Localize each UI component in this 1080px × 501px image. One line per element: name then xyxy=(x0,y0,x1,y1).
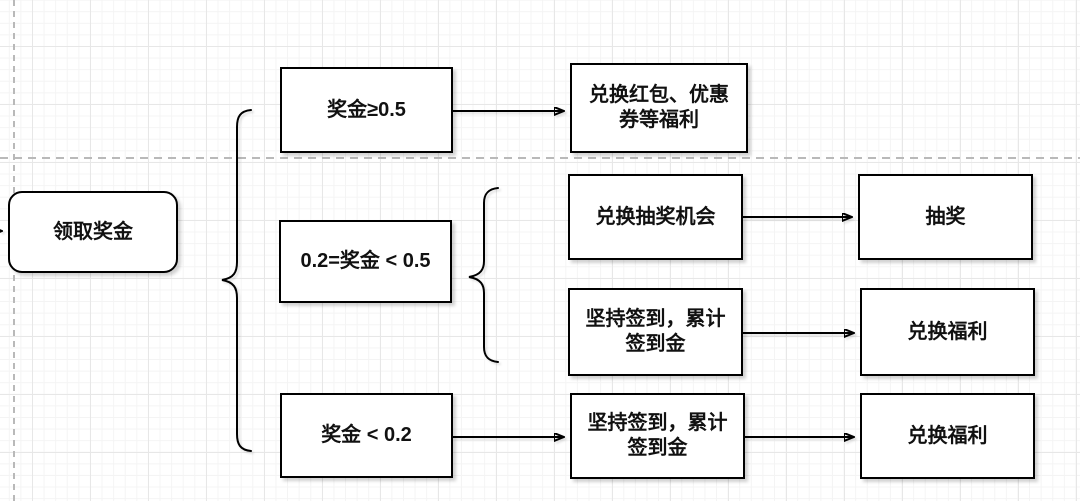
node-keep-signin-accumulate-low[interactable]: 坚持签到，累计 签到金 xyxy=(570,393,745,479)
node-start-receive-bonus[interactable]: 领取奖金 xyxy=(8,191,178,273)
node-condition-bonus-gte-0.5[interactable]: 奖金≥0.5 xyxy=(280,67,453,153)
node-condition-bonus-lt-0.2[interactable]: 奖金 < 0.2 xyxy=(280,393,453,478)
brace-mid-options xyxy=(468,187,499,363)
node-exchange-welfare-mid[interactable]: 兑换福利 xyxy=(860,288,1035,376)
node-exchange-redpacket-coupons[interactable]: 兑换红包、优惠 券等福利 xyxy=(570,63,748,153)
node-exchange-welfare-low[interactable]: 兑换福利 xyxy=(860,393,1035,479)
node-exchange-lottery-chance[interactable]: 兑换抽奖机会 xyxy=(568,174,743,260)
node-keep-signin-accumulate-mid[interactable]: 坚持签到，累计 签到金 xyxy=(568,288,743,376)
page-boundary-horizontal-dashed-line xyxy=(0,157,1080,159)
node-lottery-draw[interactable]: 抽奖 xyxy=(858,174,1033,260)
node-condition-bonus-between-0.2-0.5[interactable]: 0.2=奖金 < 0.5 xyxy=(279,220,452,303)
brace-conditions xyxy=(221,109,252,452)
